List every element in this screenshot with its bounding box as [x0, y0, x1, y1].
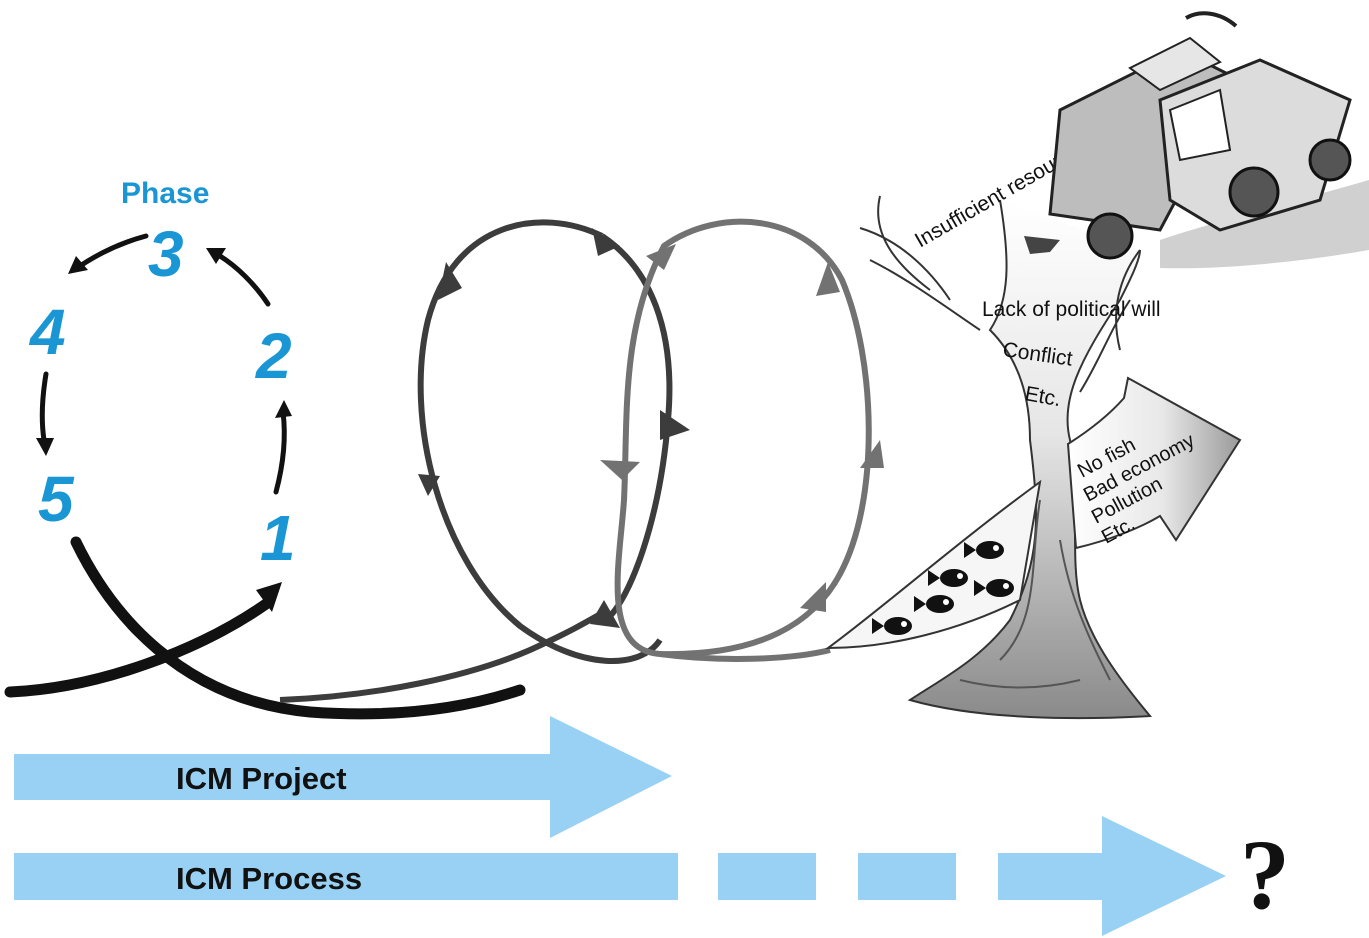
icm-project-arrow — [14, 716, 672, 838]
arrowhead — [800, 582, 826, 612]
arrowhead — [256, 582, 282, 612]
phase-number-2: 2 — [255, 320, 292, 392]
truck-wheel — [1086, 212, 1134, 260]
arrowhead — [418, 474, 440, 496]
loop-entry-stroke — [279, 609, 606, 703]
icm-project-label: ICM Project — [176, 761, 347, 796]
cycle-return-stroke — [70, 536, 526, 720]
arrowhead — [660, 410, 690, 440]
cycle-arrow-2-3 — [217, 253, 271, 307]
unknown-future-mark: ? — [1240, 819, 1290, 930]
loop-right — [614, 218, 872, 662]
arrowhead — [816, 262, 840, 296]
fish-icon — [964, 541, 1004, 559]
cycle-arrow-4-5 — [39, 371, 49, 443]
arrowhead — [590, 600, 620, 628]
process-bar-segment — [14, 853, 678, 900]
loop-arrowheads — [418, 228, 884, 628]
fish-icon — [872, 617, 912, 635]
phase-number-4: 4 — [28, 296, 66, 368]
phase-number-5: 5 — [38, 463, 75, 535]
phase-number-3: 3 — [148, 218, 184, 290]
truck-icon — [1024, 11, 1369, 269]
tree-illustration — [859, 195, 1153, 720]
phase-title: Phase — [121, 177, 209, 210]
fish-branch — [824, 479, 1042, 650]
cycle-arrow-3-4 — [77, 233, 149, 269]
fish-icon — [914, 595, 954, 613]
cycle-entry-stroke — [4, 598, 272, 698]
cycle-arrow-1-2 — [273, 409, 287, 495]
arrowhead — [438, 262, 462, 300]
icm-process-arrow — [14, 816, 1226, 936]
arrowhead — [646, 244, 676, 270]
process-bar-dash — [718, 853, 816, 900]
outcome-arrow — [1066, 376, 1242, 550]
arrowhead — [275, 400, 292, 418]
fish-icon — [928, 569, 968, 587]
phase-number-1: 1 — [260, 502, 296, 574]
process-arrow-head — [998, 816, 1226, 936]
fish-icon — [974, 579, 1014, 597]
icm-process-label: ICM Process — [176, 861, 362, 896]
process-bar-dash — [858, 853, 956, 900]
arrowhead — [206, 248, 226, 264]
arrowhead — [36, 438, 54, 456]
obstacle-political-will: Lack of political will — [982, 298, 1161, 321]
phase-cycle — [4, 233, 526, 720]
arrowhead — [68, 256, 88, 274]
truck-wheel — [1308, 138, 1352, 182]
arrowhead — [592, 228, 620, 256]
truck-wheel — [1228, 166, 1280, 218]
arrowhead — [600, 460, 640, 480]
arrowhead — [860, 440, 884, 468]
